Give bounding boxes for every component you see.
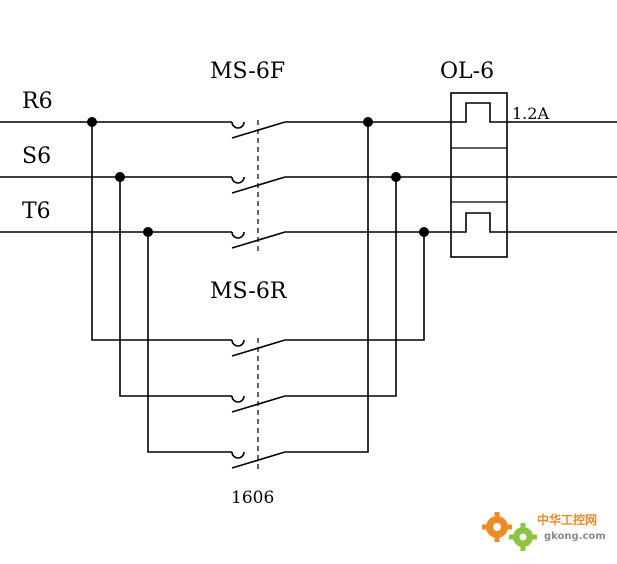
phase-label-s: S6 (22, 144, 51, 169)
phase-label-r: R6 (22, 89, 53, 114)
bridge-t-right (285, 122, 369, 453)
junction-dot (391, 172, 401, 182)
bridge-s-right (285, 177, 397, 397)
overload-relay (450, 92, 508, 258)
overload-relay-label: OL-6 (440, 59, 494, 84)
bridge-r-right (285, 232, 425, 341)
watermark-logo: 中华工控网 gkong.com (482, 512, 606, 551)
phase-label-t: T6 (22, 199, 51, 224)
contactor-forward-label: MS-6F (210, 59, 285, 84)
part-number-label: 1606 (231, 488, 274, 508)
junction-dot (143, 227, 153, 237)
bridge-s-left (119, 177, 232, 397)
gear-icon (509, 523, 537, 551)
watermark-cn-text: 中华工控网 (537, 512, 597, 527)
junction-dot (363, 117, 373, 127)
bridge-r-left (91, 122, 232, 341)
junction-dot (115, 172, 125, 182)
watermark-domain-text: gkong.com (544, 531, 606, 542)
junction-dot (87, 117, 97, 127)
contactor-reverse-label: MS-6R (210, 279, 288, 304)
bridge-t-left (147, 232, 232, 453)
junction-dot (419, 227, 429, 237)
overload-rating-label: 1.2A (512, 104, 549, 123)
gear-icon (482, 512, 512, 542)
